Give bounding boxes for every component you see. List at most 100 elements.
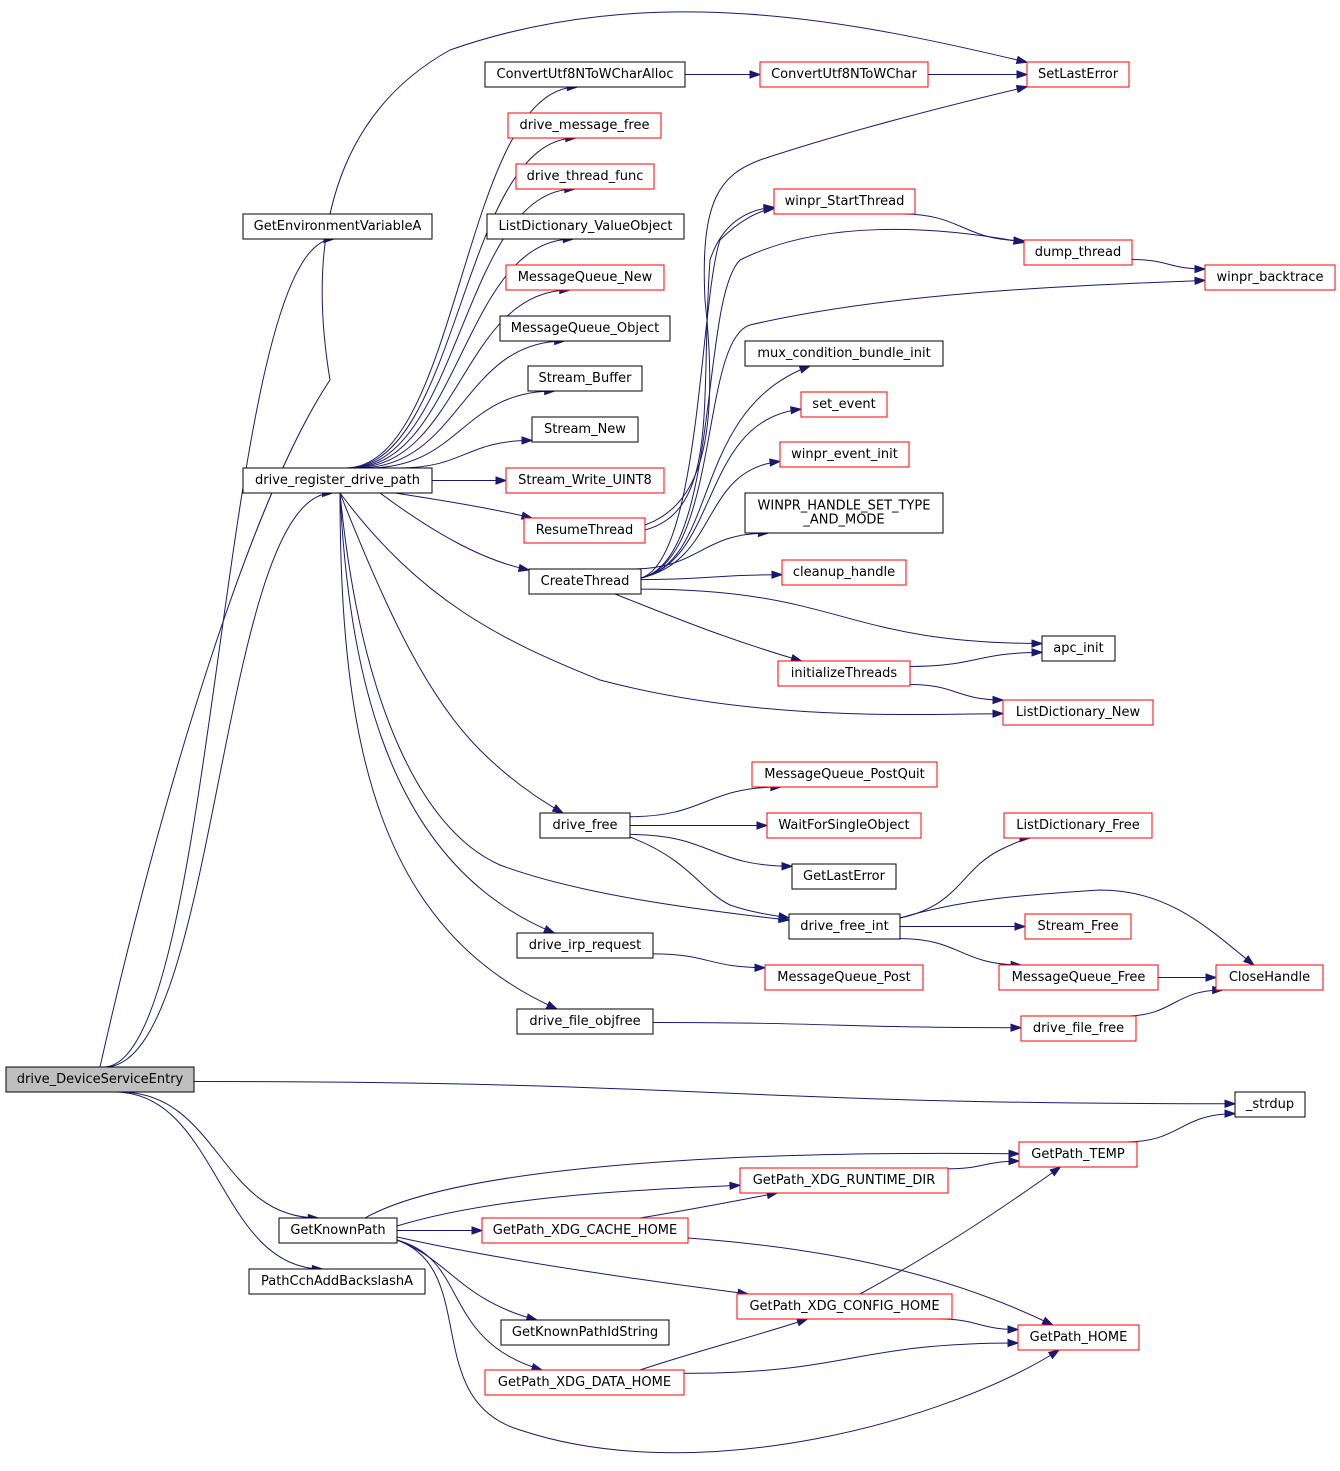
node-box <box>505 467 665 494</box>
node-drive-message-free[interactable]: drive_message_free <box>507 112 662 139</box>
node-drive-register-drive-path[interactable]: drive_register_drive_path <box>242 467 433 494</box>
node-getpath-xdg-data-home[interactable]: GetPath_XDG_DATA_HOME <box>484 1369 685 1396</box>
arrowhead-icon <box>992 709 1005 718</box>
node-messagequeue-new[interactable]: MessageQueue_New <box>505 264 665 291</box>
edge-line <box>639 1318 808 1371</box>
node-getlasterror[interactable]: GetLastError <box>791 863 897 890</box>
node-messagequeue-object[interactable]: MessageQueue_Object <box>499 315 671 342</box>
node-getenvironmentvariablea[interactable]: GetEnvironmentVariableA <box>242 213 433 240</box>
node-getpath-xdg-config-home[interactable]: GetPath_XDG_CONFIG_HOME <box>736 1293 953 1320</box>
node-stream-write-uint8[interactable]: Stream_Write_UINT8 <box>505 467 665 494</box>
node-messagequeue-postquit[interactable]: MessageQueue_PostQuit <box>751 761 938 788</box>
edge-drive_register_drive_path-to-drive_free_int <box>339 492 791 924</box>
node-label: winpr_backtrace <box>1216 270 1323 285</box>
edge-line <box>652 953 766 969</box>
node-label: ListDictionary_ValueObject <box>499 219 673 234</box>
node-winpr-backtrace[interactable]: winpr_backtrace <box>1204 264 1336 291</box>
node-box <box>744 492 944 534</box>
edge-line <box>629 833 793 867</box>
edge-drive_DeviceServiceEntry-to-_strdup <box>193 1081 1237 1108</box>
node-box <box>759 61 929 88</box>
node-cleanup-handle[interactable]: cleanup_handle <box>781 559 907 586</box>
node-getpath-xdg-runtime-dir[interactable]: GetPath_XDG_RUNTIME_DIR <box>739 1167 949 1194</box>
edge-line <box>640 228 1025 579</box>
edge-line <box>640 279 1206 579</box>
edge-line <box>899 837 1031 919</box>
arrowhead-icon <box>1224 1099 1237 1108</box>
edge-line <box>899 938 1022 966</box>
arrowhead-icon <box>992 695 1005 705</box>
node-label: drive_file_objfree <box>529 1014 640 1029</box>
node-box <box>242 213 433 240</box>
edge-line <box>899 889 1255 966</box>
edge-line <box>396 1184 741 1227</box>
edge-GetKnownPath-to-GetPath_TEMP <box>364 1149 1021 1219</box>
node-drive-free-int[interactable]: drive_free_int <box>788 913 901 940</box>
edge-GetKnownPath-to-GetPath_HOME <box>396 1239 1061 1454</box>
node-initializethreads[interactable]: initializeThreads <box>777 660 911 687</box>
node-drive-deviceserviceentry[interactable]: drive_DeviceServiceEntry <box>5 1066 195 1093</box>
node-waitforsingleobject[interactable]: WaitForSingleObject <box>766 812 922 839</box>
node-dump-thread[interactable]: dump_thread <box>1023 239 1133 266</box>
node-winpr-handle-set-type-and-mode[interactable]: WINPR_HANDLE_SET_TYPE_AND_MODE <box>744 492 944 534</box>
edge-line <box>349 238 574 469</box>
node-getpath-xdg-cache-home[interactable]: GetPath_XDG_CACHE_HOME <box>481 1217 689 1244</box>
node-convertutf8ntowcharalloc[interactable]: ConvertUtf8NToWCharAlloc <box>484 61 686 88</box>
node-drive-thread-func[interactable]: drive_thread_func <box>515 163 655 190</box>
node-box <box>242 467 433 494</box>
edge-MessageQueue_Free-to-CloseHandle <box>1158 973 1218 982</box>
edge-GetKnownPath-to-GetPath_XDG_CACHE_HOME <box>397 1226 484 1235</box>
node-stream-buffer[interactable]: Stream_Buffer <box>527 365 643 392</box>
arrowhead-icon <box>517 563 531 573</box>
nodes-layer: drive_DeviceServiceEntry GetEnvironmentVa… <box>5 61 1336 1396</box>
arrowhead-icon <box>545 1000 559 1010</box>
node-closehandle[interactable]: CloseHandle <box>1215 964 1324 991</box>
edge-line <box>644 206 775 531</box>
node-box <box>500 1319 670 1346</box>
arrowhead-icon <box>1014 922 1027 931</box>
node-mux-condition-bundle-init[interactable]: mux_condition_bundle_init <box>744 340 944 367</box>
node-convertutf8ntowchar[interactable]: ConvertUtf8NToWChar <box>759 61 929 88</box>
arrowhead-icon <box>1047 1349 1061 1360</box>
node-label: MessageQueue_Post <box>777 970 910 985</box>
node-listdictionary-new[interactable]: ListDictionary_New <box>1002 699 1154 726</box>
node-label: dump_thread <box>1035 245 1122 260</box>
node-getknownpath[interactable]: GetKnownPath <box>278 1217 398 1244</box>
edge-line <box>339 492 564 814</box>
node-label: MessageQueue_New <box>518 270 653 285</box>
node-getpath-temp[interactable]: GetPath_TEMP <box>1018 1141 1138 1168</box>
edge-line <box>398 439 533 469</box>
node-label: ConvertUtf8NToWChar <box>771 67 917 82</box>
node-set-event[interactable]: set_event <box>800 391 888 418</box>
edge-line <box>652 1022 1022 1029</box>
node-setlasterror[interactable]: SetLastError <box>1026 61 1130 88</box>
node--strdup[interactable]: _strdup <box>1234 1091 1306 1118</box>
node-resumethread[interactable]: ResumeThread <box>523 517 646 544</box>
edge-line <box>640 365 811 579</box>
node-drive-file-free[interactable]: drive_file_free <box>1020 1015 1137 1042</box>
node-winpr-startthread[interactable]: winpr_StartThread <box>773 188 916 215</box>
node-label: GetPath_HOME <box>1030 1330 1128 1345</box>
node-stream-new[interactable]: Stream_New <box>531 416 639 443</box>
node-listdictionary-valueobject[interactable]: ListDictionary_ValueObject <box>486 213 685 240</box>
node-drive-file-objfree[interactable]: drive_file_objfree <box>516 1008 654 1035</box>
node-apc-init[interactable]: apc_init <box>1041 635 1116 662</box>
node-pathcchaddbackslasha[interactable]: PathCchAddBackslashA <box>248 1268 426 1295</box>
node-messagequeue-post[interactable]: MessageQueue_Post <box>764 964 924 991</box>
arrowhead-icon <box>1015 84 1029 94</box>
node-getpath-home[interactable]: GetPath_HOME <box>1017 1324 1140 1351</box>
node-createthread[interactable]: CreateThread <box>528 568 642 595</box>
node-getknownpathidstring[interactable]: GetKnownPathIdString <box>500 1319 670 1346</box>
edge-dump_thread-to-winpr_backtrace <box>1131 259 1207 274</box>
node-winpr-event-init[interactable]: winpr_event_init <box>779 441 910 468</box>
edge-GetKnownPath-to-GetPath_XDG_RUNTIME_DIR <box>396 1181 742 1227</box>
node-stream-free[interactable]: Stream_Free <box>1024 913 1132 940</box>
arrowhead-icon <box>1049 1166 1062 1177</box>
node-listdictionary-free[interactable]: ListDictionary_Free <box>1003 812 1153 839</box>
arrowhead-icon <box>790 406 803 415</box>
node-drive-free[interactable]: drive_free <box>539 812 631 839</box>
edge-line <box>640 460 781 579</box>
node-messagequeue-free[interactable]: MessageQueue_Free <box>998 964 1159 991</box>
node-drive-irp-request[interactable]: drive_irp_request <box>516 932 654 959</box>
edge-line <box>396 1236 749 1295</box>
